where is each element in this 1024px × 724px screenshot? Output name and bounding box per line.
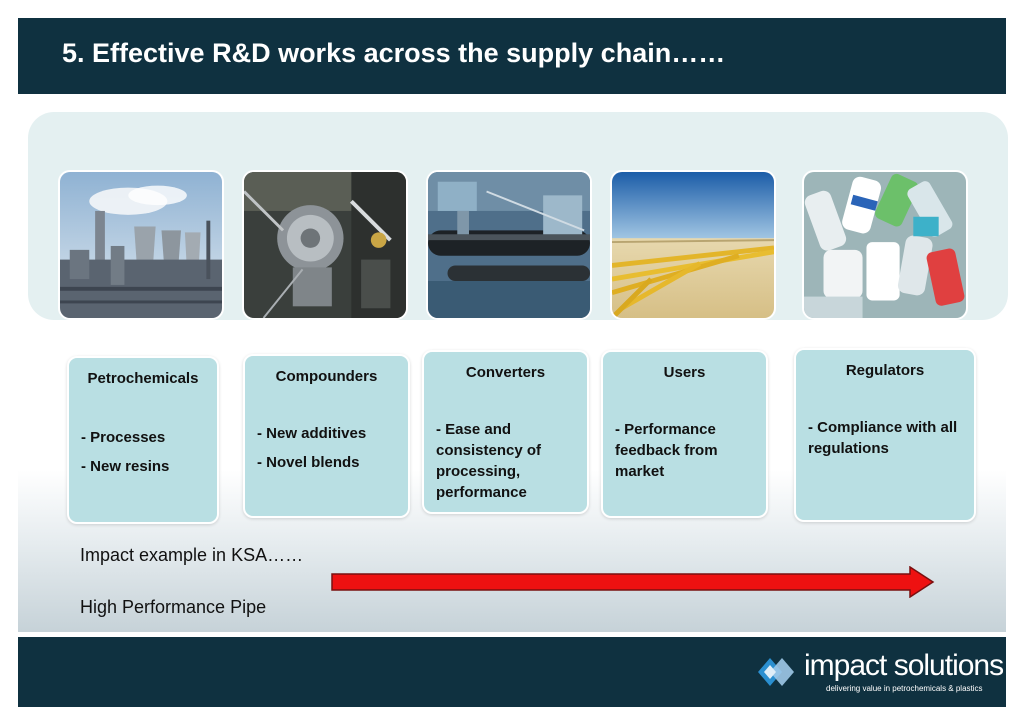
logo-name: impact solutions xyxy=(804,649,1004,682)
right-arrow-icon xyxy=(330,565,936,599)
card-title: Regulators xyxy=(845,362,925,379)
card-title: Compounders xyxy=(275,368,378,385)
card-title: Petrochemicals xyxy=(87,370,199,387)
card-items: - Processes - New resins xyxy=(81,427,205,477)
card-regulators: Regulators - Compliance with all regulat… xyxy=(794,348,976,522)
logo-tagline: delivering value in petrochemicals & pla… xyxy=(826,684,983,693)
card-converters: Converters - Ease and consistency of pro… xyxy=(422,350,589,514)
card-item: - Novel blends xyxy=(257,454,360,471)
card-items: - Compliance with all regulations xyxy=(808,417,962,459)
card-users: Users - Performance feedback from market xyxy=(601,350,768,518)
card-item: - New resins xyxy=(81,458,170,475)
impact-example-label: Impact example in KSA…… xyxy=(80,545,304,565)
card-item: - New additives xyxy=(257,425,367,442)
card-items: - Performance feedback from market xyxy=(615,419,754,482)
card-petrochemicals: Petrochemicals - Processes - New resins xyxy=(67,356,219,524)
card-items: - Ease and consistency of processing, pe… xyxy=(436,419,575,503)
card-item: - Performance feedback from market xyxy=(615,421,718,480)
card-items: - New additives - Novel blends xyxy=(257,423,396,473)
refinery-photo-icon xyxy=(58,170,224,320)
card-compounders: Compounders - New additives - Novel blen… xyxy=(243,354,410,518)
converter-rollers-photo-icon xyxy=(426,170,592,320)
card-item: - Processes xyxy=(81,429,166,446)
slide-title: 5. Effective R&D works across the supply… xyxy=(62,38,726,68)
pipeline-photo-icon xyxy=(610,170,776,320)
card-item: - Ease and consistency of processing, pe… xyxy=(436,421,542,501)
compounding-machine-photo-icon xyxy=(242,170,408,320)
company-logo: impact solutions delivering value in pet… xyxy=(732,647,1004,699)
card-title: Users xyxy=(663,364,706,381)
card-item: - Compliance with all regulations xyxy=(808,419,958,457)
plastic-bottles-photo-icon xyxy=(802,170,968,320)
card-title: Converters xyxy=(465,364,546,381)
diamond-logo-icon xyxy=(758,658,794,686)
footer-bar: impact solutions delivering value in pet… xyxy=(18,637,1006,707)
header-bar: 5. Effective R&D works across the supply… xyxy=(18,18,1006,94)
pipe-label: High Performance Pipe xyxy=(80,597,267,617)
